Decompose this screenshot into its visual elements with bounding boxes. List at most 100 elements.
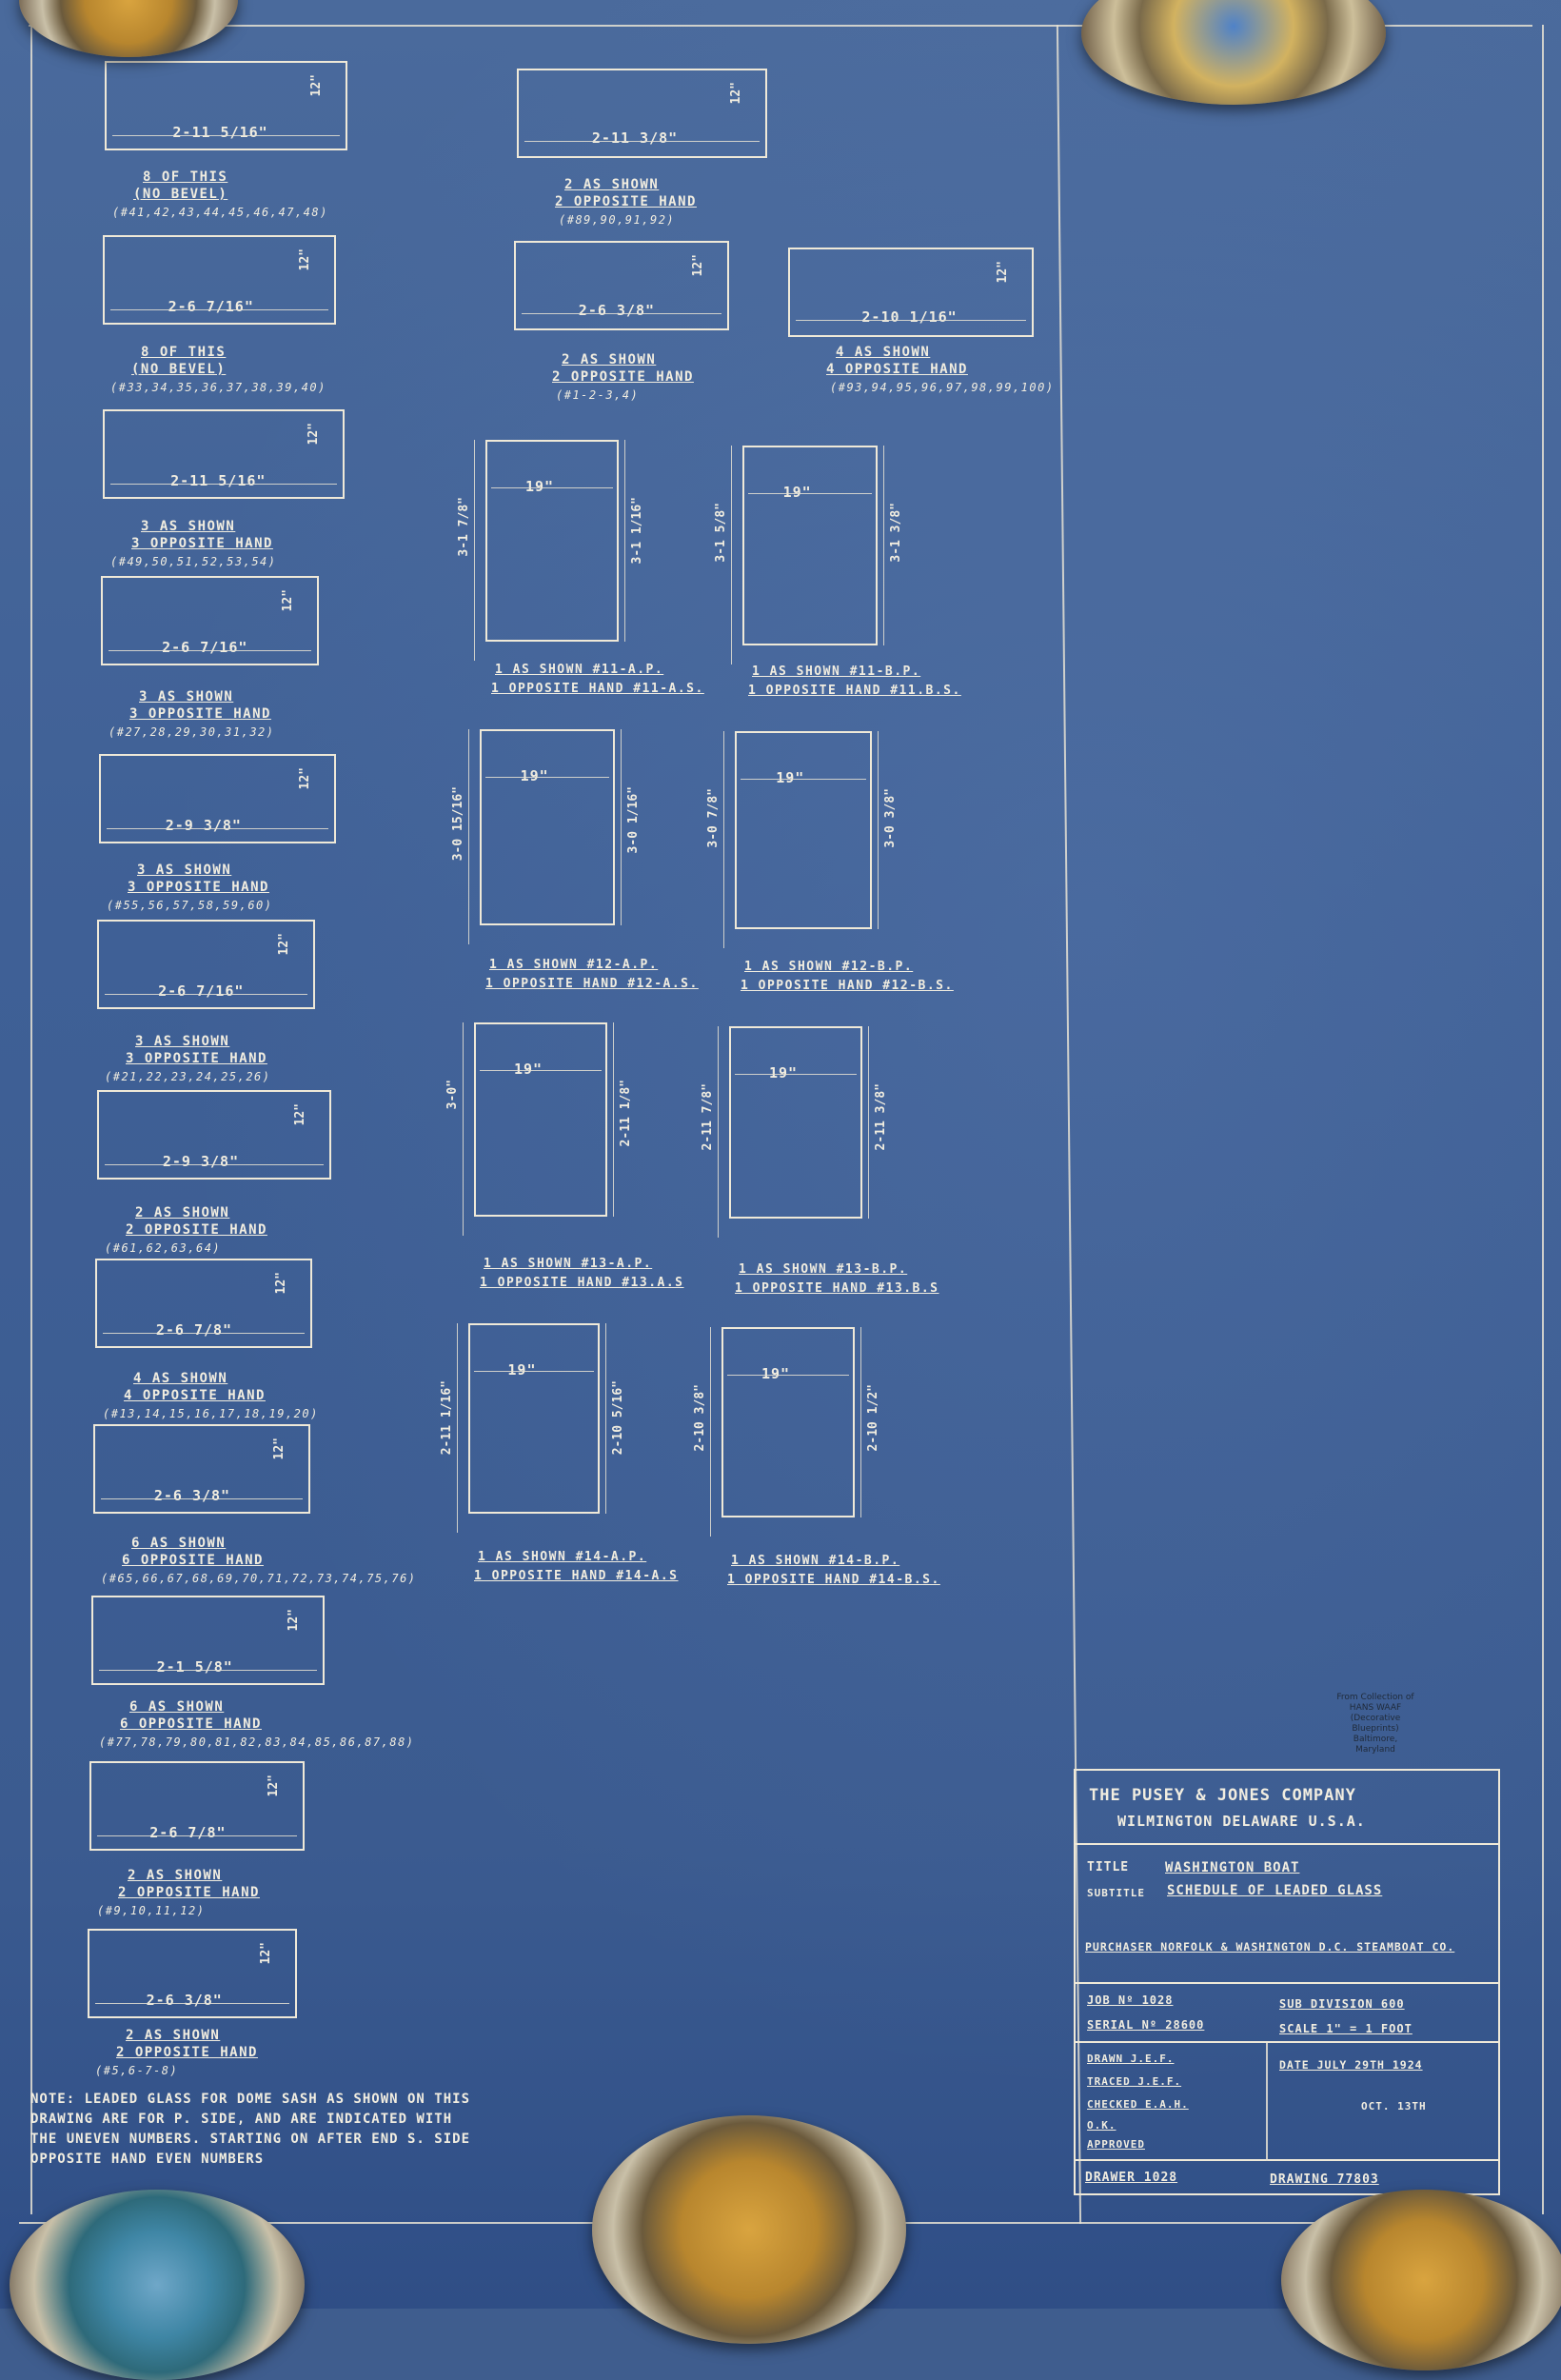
- caption-numbers: (#65,66,67,68,69,70,71,72,73,74,75,76): [101, 1572, 417, 1585]
- caption-numbers: (#93,94,95,96,97,98,99,100): [830, 381, 1055, 394]
- caption-numbers: (#13,14,15,16,17,18,19,20): [103, 1407, 319, 1420]
- dimension-line: [480, 1070, 602, 1071]
- drawer-number: DRAWER 1028: [1085, 2171, 1178, 2185]
- border-left: [30, 25, 32, 2214]
- right-dim-line: [605, 1323, 606, 1514]
- caption-numbers: (#21,22,23,24,25,26): [105, 1070, 271, 1083]
- width-dimension: 2-6 3/8": [146, 1992, 223, 2009]
- caption-detail: 1 OPPOSITE HAND #12-B.S.: [741, 979, 954, 993]
- width-dimension: 19": [525, 478, 555, 495]
- scale: SCALE 1" = 1 FOOT: [1279, 2022, 1413, 2035]
- height-dimension: 12": [274, 1272, 288, 1295]
- left-dim-line: [474, 440, 475, 661]
- dimension-line: [110, 309, 328, 310]
- caption-detail: 4 OPPOSITE HAND: [826, 362, 968, 377]
- caption-count: 8 OF THIS: [143, 169, 228, 185]
- width-dimension: 19": [776, 769, 805, 786]
- caption-count: 3 AS SHOWN: [141, 519, 236, 534]
- caption-count: 1 AS SHOWN #12-A.P.: [489, 958, 659, 972]
- height-dimension: 12": [281, 589, 295, 612]
- border-right: [1542, 25, 1544, 2214]
- width-dimension: 2-6 3/8": [578, 302, 656, 319]
- caption-numbers: (#61,62,63,64): [105, 1241, 222, 1255]
- glass-panel: [103, 235, 336, 325]
- caption-count: 1 AS SHOWN #13-A.P.: [484, 1257, 653, 1271]
- glass-panel: [93, 1424, 310, 1514]
- width-dimension: 2-6 7/8": [155, 1321, 233, 1339]
- right-height-dimension: 2-10 5/16": [611, 1380, 625, 1456]
- caption-count: 1 AS SHOWN #14-A.P.: [478, 1550, 647, 1564]
- checked-by: CHECKED E.A.H.: [1087, 2098, 1189, 2111]
- caption-detail: 2 OPPOSITE HAND: [555, 194, 697, 209]
- glass-panel: [788, 248, 1034, 337]
- caption-count: 6 AS SHOWN: [129, 1699, 225, 1715]
- height-dimension: 12": [298, 248, 312, 271]
- company-location: WILMINGTON DELAWARE U.S.A.: [1117, 1813, 1366, 1830]
- dimension-line: [112, 135, 340, 136]
- caption-count: 8 OF THIS: [141, 345, 227, 360]
- drawing-title: WASHINGTON BOAT: [1165, 1860, 1300, 1875]
- caption-detail: 3 OPPOSITE HAND: [129, 706, 271, 722]
- tall-glass-panel: [735, 731, 872, 929]
- width-dimension: 19": [761, 1365, 791, 1382]
- date-revised: OCT. 13TH: [1361, 2100, 1427, 2112]
- caption-detail: 1 OPPOSITE HAND #13.B.S: [735, 1281, 939, 1296]
- left-height-dimension: 2-10 3/8": [693, 1384, 707, 1452]
- width-dimension: 2-9 3/8": [165, 817, 242, 834]
- width-dimension: 2-1 5/8": [156, 1658, 233, 1676]
- glass-panel: [105, 61, 347, 150]
- height-dimension: 12": [306, 423, 321, 446]
- caption-count: 3 AS SHOWN: [137, 863, 232, 878]
- width-dimension: 2-10 1/16": [861, 308, 958, 326]
- subtitle-label: SUBTITLE: [1087, 1887, 1145, 1899]
- caption-detail: 3 OPPOSITE HAND: [131, 536, 273, 551]
- drawing-subtitle: SCHEDULE OF LEADED GLASS: [1167, 1883, 1383, 1898]
- width-dimension: 2-11 5/16": [170, 472, 267, 489]
- tall-glass-panel: [480, 729, 615, 925]
- left-height-dimension: 3-1 5/8": [714, 503, 728, 563]
- glass-panel: [89, 1761, 305, 1851]
- height-dimension: 12": [729, 82, 743, 105]
- caption-numbers: (#9,10,11,12): [97, 1904, 206, 1917]
- width-dimension: 19": [507, 1361, 537, 1378]
- width-dimension: 2-11 3/8": [591, 129, 679, 147]
- dimension-line: [735, 1074, 857, 1075]
- caption-count: 3 AS SHOWN: [139, 689, 234, 704]
- right-height-dimension: 3-0 3/8": [883, 788, 898, 848]
- title-block-title: TITLE WASHINGTON BOAT SUBTITLE SCHEDULE …: [1076, 1845, 1498, 1984]
- caption-numbers: (#55,56,57,58,59,60): [107, 899, 273, 912]
- tall-glass-panel: [729, 1026, 862, 1219]
- dimension-line: [748, 493, 872, 494]
- height-dimension: 12": [287, 1609, 301, 1632]
- glass-panel: [91, 1596, 325, 1685]
- width-dimension: 2-6 3/8": [153, 1487, 231, 1504]
- caption-detail: 1 OPPOSITE HAND #11.B.S.: [748, 684, 961, 698]
- traced-by: TRACED J.E.F.: [1087, 2075, 1182, 2088]
- border-top: [29, 25, 1532, 27]
- glass-panel: [97, 1090, 331, 1180]
- title-block-job: JOB Nº 1028 SUB DIVISION 600 SERIAL Nº 2…: [1076, 1984, 1498, 2043]
- glass-panel: [88, 1929, 297, 2018]
- tall-glass-panel: [468, 1323, 600, 1514]
- right-height-dimension: 3-0 1/16": [626, 786, 641, 854]
- dimension-line: [97, 1835, 297, 1836]
- glass-panel: [99, 754, 336, 843]
- caption-detail: 1 OPPOSITE HAND #14-B.S.: [727, 1573, 940, 1587]
- right-dim-line: [624, 440, 625, 642]
- ceramic-dish-bottom-right: [1281, 2190, 1561, 2370]
- caption-count: 3 AS SHOWN: [135, 1034, 230, 1049]
- signoff-divider: [1266, 2043, 1268, 2161]
- caption-detail: 1 OPPOSITE HAND #11-A.S.: [491, 682, 704, 696]
- height-dimension: 12": [272, 1438, 287, 1460]
- caption-count: 2 AS SHOWN: [128, 1868, 223, 1883]
- caption-numbers: (#5,6-7-8): [95, 2064, 179, 2077]
- date: DATE JULY 29TH 1924: [1279, 2058, 1423, 2072]
- caption-detail: 2 OPPOSITE HAND: [552, 369, 694, 385]
- height-dimension: 12": [267, 1775, 281, 1797]
- height-dimension: 12": [309, 74, 324, 97]
- right-dim-line: [883, 446, 884, 645]
- caption-numbers: (#77,78,79,80,81,82,83,84,85,86,87,88): [99, 1735, 415, 1749]
- caption-detail: 2 OPPOSITE HAND: [126, 1222, 267, 1238]
- right-dim-line: [878, 731, 879, 929]
- left-height-dimension: 3-0": [445, 1080, 460, 1110]
